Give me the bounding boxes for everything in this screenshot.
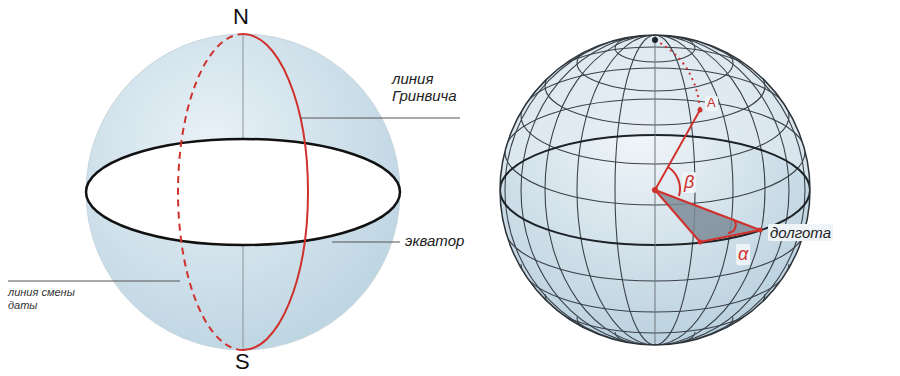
longitude-label: долгота <box>768 224 833 241</box>
equator-label: экватор <box>405 232 464 249</box>
pole-label: S <box>235 349 250 374</box>
angle-label: β <box>682 172 696 193</box>
leader-line <box>8 281 180 282</box>
date-line-label: линия смены даты <box>8 286 86 311</box>
leader-line <box>332 242 400 243</box>
leader-line <box>300 118 460 119</box>
pole-label: N <box>233 4 249 29</box>
meridian-label: линия Гринвича <box>392 70 492 105</box>
right-globe <box>500 34 810 346</box>
point-label: A <box>705 96 718 111</box>
angle-label: α <box>736 244 750 265</box>
